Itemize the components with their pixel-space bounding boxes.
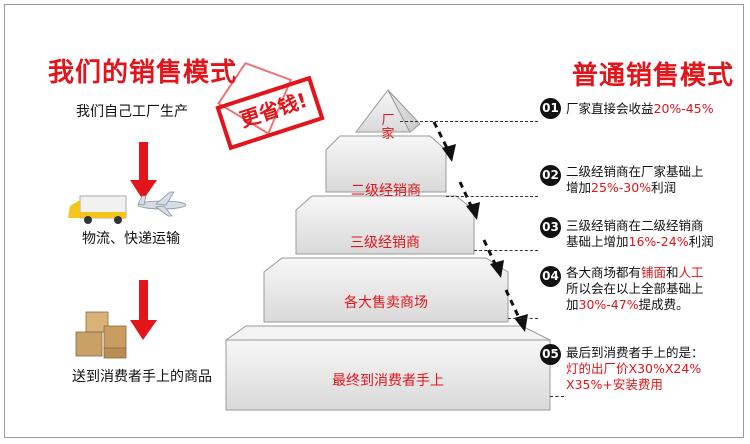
step-line: 灯的出厂价X30%X24% bbox=[566, 361, 704, 377]
step-text-segment: 利润 bbox=[688, 234, 714, 249]
step-3-description: 三级经销商在二级经销商基础上增加16%-24%利润 bbox=[566, 218, 714, 250]
step-number-badge: 02 bbox=[540, 165, 561, 186]
step-line: 所以会在以上全部基础上 bbox=[566, 281, 704, 297]
step-text-segment: 和 bbox=[666, 265, 679, 280]
step-text-segment: 16%-24% bbox=[628, 234, 689, 249]
step-text-segment: 提成费。 bbox=[638, 297, 689, 312]
pyramid-level-1: 厂家 bbox=[381, 113, 395, 142]
step-line: 加30%-47%提成费。 bbox=[566, 297, 704, 313]
step-2-description: 二级经销商在厂家基础上增加25%-30%利润 bbox=[566, 164, 704, 196]
pyramid-level-5: 最终到消费者手上 bbox=[332, 373, 444, 389]
step-line: 最后到消费者手上的是： bbox=[566, 345, 704, 361]
step-line: 厂家直接会收益20%-45% bbox=[566, 101, 714, 117]
step-line: 三级经销商在二级经销商 bbox=[566, 218, 714, 234]
dashed-line bbox=[446, 196, 538, 197]
step-text-segment: 各大商场都有 bbox=[566, 265, 642, 280]
step-number-badge: 05 bbox=[540, 344, 561, 365]
dashed-line bbox=[474, 250, 538, 251]
dashed-line bbox=[508, 318, 538, 319]
boxes-icon bbox=[75, 311, 127, 359]
step-text-segment: 铺面 bbox=[641, 265, 667, 280]
step-text-segment: X35%+安装费用 bbox=[566, 377, 663, 392]
step-text-segment: 最后到消费者手上的是： bbox=[566, 345, 704, 360]
stamp-graphic bbox=[215, 61, 325, 151]
down-arrow-icon bbox=[130, 142, 157, 200]
step-line: 增加25%-30%利润 bbox=[566, 180, 704, 196]
step-text-segment: 人工 bbox=[678, 265, 704, 280]
left-title: 我们的销售模式 bbox=[48, 58, 238, 88]
step-text-segment: 厂家直接会收益 bbox=[566, 101, 654, 116]
right-title: 普通销售模式 bbox=[572, 61, 735, 91]
step-text-segment: 增加 bbox=[566, 180, 592, 195]
step-number-badge: 03 bbox=[540, 217, 561, 238]
outer-frame bbox=[4, 4, 744, 438]
step-number-badge: 01 bbox=[540, 98, 561, 119]
pyramid-level-3: 三级经销商 bbox=[350, 235, 420, 251]
step-line: 基础上增加16%-24%利润 bbox=[566, 234, 714, 250]
step-factory-text: 我们自己工厂生产 bbox=[76, 104, 188, 120]
down-arrow-icon bbox=[130, 280, 157, 340]
step-text-segment: 二级经销商在厂家基础上 bbox=[566, 164, 704, 179]
step-text-segment: 所以会在以上全部基础上 bbox=[566, 281, 704, 296]
dashed-line bbox=[550, 396, 564, 397]
step-4-description: 各大商场都有铺面和人工所以会在以上全部基础上加30%-47%提成费。 bbox=[566, 265, 704, 313]
step-consumer-text: 送到消费者手上的商品 bbox=[72, 369, 212, 385]
step-text-segment: 灯的出厂价X30%X24% bbox=[566, 361, 702, 376]
airplane-icon bbox=[137, 191, 187, 217]
step-line: X35%+安装费用 bbox=[566, 377, 704, 393]
step-text-segment: 三级经销商在二级经销商 bbox=[566, 218, 704, 233]
step-text-segment: 基础上增加 bbox=[566, 234, 629, 249]
pyramid-level-2: 二级经销商 bbox=[351, 183, 421, 199]
step-text-segment: 加 bbox=[566, 297, 579, 312]
pyramid-level-4: 各大售卖商场 bbox=[344, 295, 428, 311]
step-text-segment: 利润 bbox=[651, 180, 677, 195]
step-shipping-text: 物流、快递运输 bbox=[82, 231, 180, 247]
step-text-segment: 30%-47% bbox=[578, 297, 639, 312]
step-line: 二级经销商在厂家基础上 bbox=[566, 164, 704, 180]
step-text-segment: 25%-30% bbox=[591, 180, 652, 195]
step-text-segment: 20%-45% bbox=[653, 101, 714, 116]
step-5-description: 最后到消费者手上的是：灯的出厂价X30%X24%X35%+安装费用 bbox=[566, 345, 704, 393]
step-number-badge: 04 bbox=[540, 266, 561, 287]
tier-4-shape bbox=[263, 257, 509, 323]
step-line: 各大商场都有铺面和人工 bbox=[566, 265, 704, 281]
dashed-line bbox=[400, 121, 538, 122]
truck-icon bbox=[68, 195, 127, 224]
step-1-description: 厂家直接会收益20%-45% bbox=[566, 101, 714, 117]
